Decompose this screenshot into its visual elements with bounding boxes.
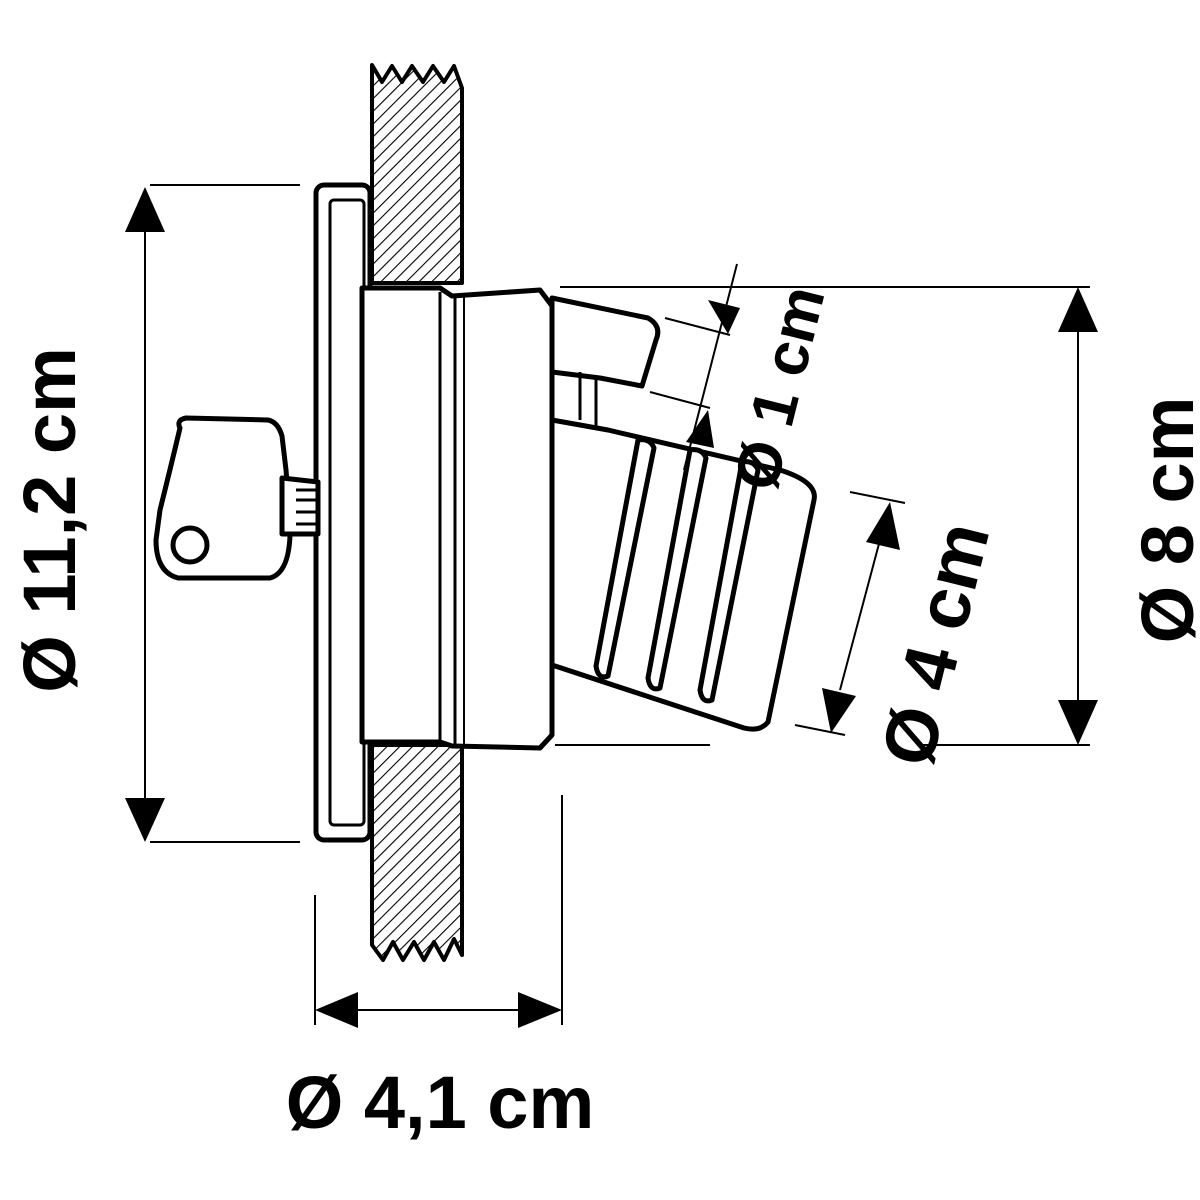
wall-lower-section — [370, 743, 464, 962]
hose-rib-2 — [645, 447, 709, 692]
arrow-body-bottom — [1058, 700, 1098, 745]
ext-line-hose-top — [849, 491, 906, 504]
arrow-flange-bottom — [125, 798, 165, 842]
key-hole — [170, 525, 210, 565]
hose-rib-1 — [593, 437, 657, 680]
label-body-diameter: Ø 8 cm — [1126, 397, 1200, 644]
wall-upper-section — [370, 63, 464, 285]
filler-body — [359, 285, 555, 751]
arrow-flange-top — [125, 187, 165, 232]
label-hose-diameter: Ø 4 cm — [865, 514, 1005, 774]
arrow-vent-top — [708, 300, 740, 334]
dimension-depth: Ø 4,1 cm — [286, 795, 595, 1144]
arrow-hose-top — [866, 502, 900, 550]
arrow-body-top — [1058, 287, 1098, 332]
hose-rib-3 — [697, 459, 761, 704]
dimension-body: Ø 8 cm — [555, 286, 1200, 746]
ext-line-hose-bottom — [794, 724, 846, 736]
vent-tube — [549, 295, 661, 389]
mounting-wall — [370, 63, 464, 962]
lock-key — [153, 415, 321, 581]
arrow-hose-bottom — [822, 688, 856, 733]
dim-line-hose — [839, 539, 881, 691]
label-flange-diameter: Ø 11,2 cm — [8, 347, 91, 693]
key-shank — [279, 475, 321, 537]
arrow-depth-right — [518, 992, 562, 1028]
hose-tail — [549, 417, 817, 732]
dimension-hose: Ø 4 cm — [794, 491, 1005, 774]
dimension-flange: Ø 11,2 cm — [8, 184, 300, 843]
label-vent-diameter: Ø 1 cm — [722, 279, 839, 496]
label-depth: Ø 4,1 cm — [286, 1061, 595, 1144]
vent-nozzle — [549, 295, 661, 428]
arrow-vent-bottom — [686, 410, 714, 448]
body-housing — [359, 285, 555, 751]
arrow-depth-left — [315, 992, 358, 1028]
